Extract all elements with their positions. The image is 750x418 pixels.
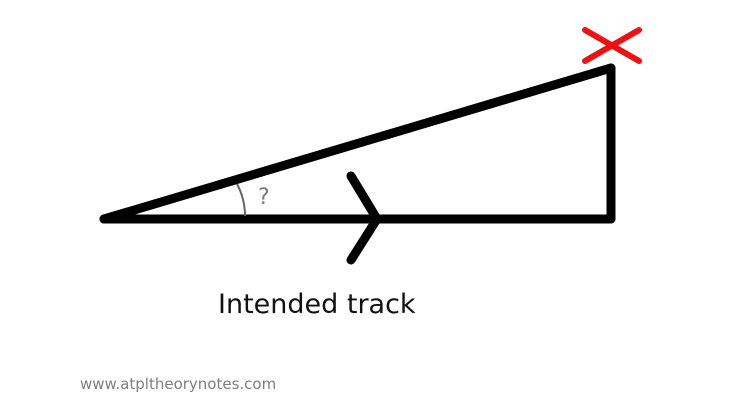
track-error-angle-arc: [236, 183, 246, 217]
intended-track-label: Intended track: [218, 289, 416, 320]
direction-arrow-icon: [346, 171, 382, 265]
website-label: www.atpltheorynotes.com: [80, 375, 276, 393]
actual-track-line: [99, 63, 616, 224]
actual-position-cross-icon: [582, 27, 642, 64]
angle-label: ?: [258, 185, 270, 210]
